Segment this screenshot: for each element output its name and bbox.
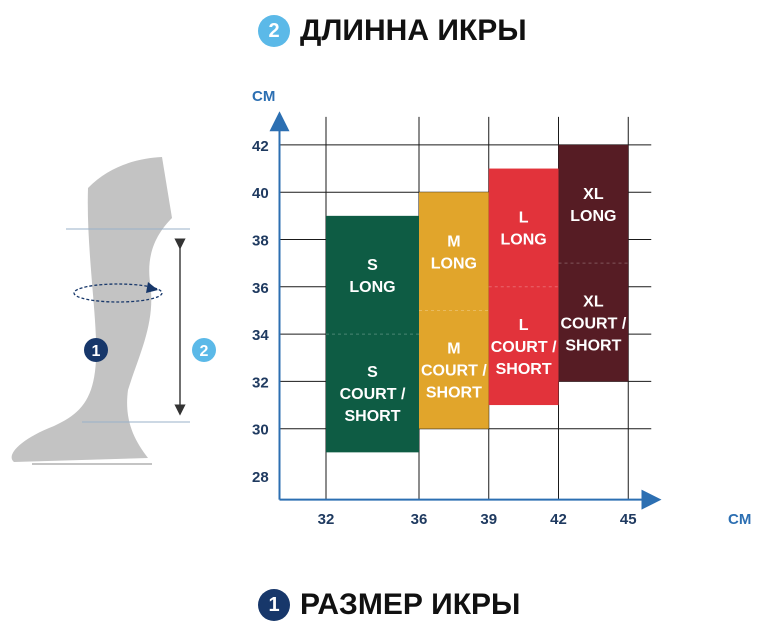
block-label-m-long: M <box>447 233 460 250</box>
y-tick-label: 40 <box>252 185 269 202</box>
block-label-s-short: SHORT <box>345 408 401 425</box>
block-label-m-short: M <box>447 341 460 358</box>
length-number-badge: 2 <box>258 15 290 47</box>
block-label-l-short: COURT / <box>491 339 557 356</box>
size-block-l <box>488 168 559 406</box>
x-tick-label: 45 <box>620 511 637 528</box>
x-tick-label: 36 <box>411 511 428 528</box>
block-label-xl-short: XL <box>583 293 604 310</box>
block-label-m-short: SHORT <box>426 385 482 402</box>
x-tick-label: 39 <box>480 511 497 528</box>
block-label-s-long: S <box>367 257 378 274</box>
block-label-s-short: COURT / <box>340 386 406 403</box>
y-tick-label: 42 <box>252 138 269 155</box>
block-label-xl-long: LONG <box>570 208 616 225</box>
leg-silhouette-icon: 1 2 <box>11 157 216 465</box>
block-label-xl-short: SHORT <box>565 337 621 354</box>
y-tick-labels: 28 30 32 34 36 38 40 42 <box>252 138 269 486</box>
size-block-m <box>419 192 489 429</box>
y-tick-label: 36 <box>252 280 269 297</box>
y-tick-label: 30 <box>252 422 269 439</box>
block-label-m-long: LONG <box>431 255 477 272</box>
y-tick-label: 32 <box>252 374 269 391</box>
block-label-l-long: LONG <box>501 232 547 249</box>
block-label-l-short: SHORT <box>496 361 552 378</box>
calf-length-title: ДЛИННА ИКРЫ <box>300 14 527 47</box>
calf-length-marker: 2 <box>200 343 209 360</box>
block-label-l-short: L <box>519 317 529 334</box>
block-label-m-short: COURT / <box>421 363 487 380</box>
x-tick-label: 42 <box>550 511 567 528</box>
y-tick-label: 28 <box>252 469 269 486</box>
axes <box>269 111 662 510</box>
size-block-s <box>326 215 419 453</box>
y-axis-unit: CM <box>252 88 275 105</box>
block-label-s-long: LONG <box>349 279 395 296</box>
y-tick-label: 38 <box>252 233 269 250</box>
calf-size-marker: 1 <box>92 343 101 360</box>
y-tick-label: 34 <box>252 327 269 344</box>
block-label-xl-long: XL <box>583 186 604 203</box>
size-number-badge: 1 <box>258 589 290 621</box>
block-label-xl-short: COURT / <box>560 315 626 332</box>
size-block-xl <box>558 144 629 382</box>
calf-size-heading: 1 РАЗМЕР ИКРЫ <box>258 588 520 622</box>
size-blocks: S LONG S COURT / SHORT M LONG M COURT / SHORT L LON… <box>326 144 629 453</box>
x-tick-labels: 32 36 39 42 45 <box>318 511 637 528</box>
x-axis-unit: CM <box>728 511 751 528</box>
block-label-l-long: L <box>519 210 529 227</box>
calf-length-heading: 2 ДЛИННА ИКРЫ <box>258 14 527 48</box>
calf-size-title: РАЗМЕР ИКРЫ <box>300 588 521 621</box>
block-label-s-short: S <box>367 364 378 381</box>
x-tick-label: 32 <box>318 511 335 528</box>
